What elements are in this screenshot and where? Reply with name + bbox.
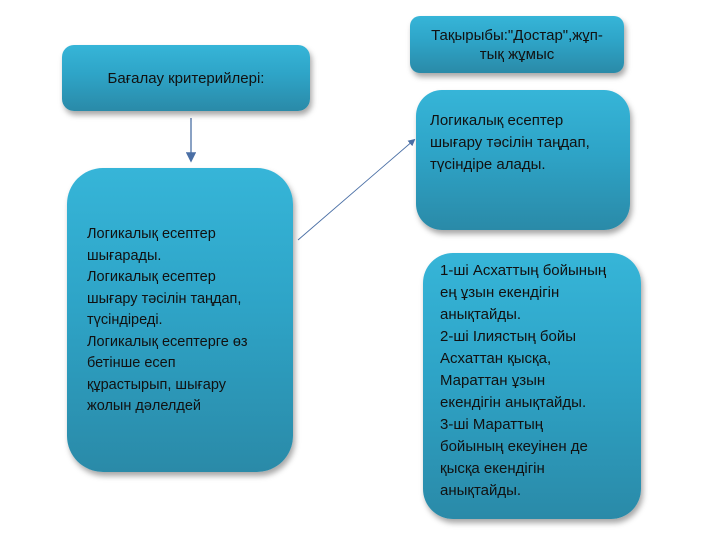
skills-box: Логикалық есептер шығарады. Логикалық ес… <box>67 168 293 472</box>
text-line: жолын дәлелдей <box>87 398 202 414</box>
text-line: бетінше есеп <box>87 355 176 371</box>
criteria-box: Бағалау критерийлері: <box>62 45 310 111</box>
text-line: Логикалық есептерге өз <box>87 333 248 350</box>
outcome-box: Логикалық есептер шығару тәсілін таңдап,… <box>416 90 630 230</box>
text-line: Логикалық есептер <box>87 269 216 285</box>
text-line: шығару тәсілін таңдап, <box>87 290 242 307</box>
text-line: Асхаттан қысқа, <box>440 350 552 367</box>
text-line: екендігін анықтайды. <box>440 394 587 411</box>
topic-box: Тақырыбы:"Достар",жұп- тық жұмыс <box>410 16 624 73</box>
text-line: анықтайды. <box>440 306 522 323</box>
text-line: анықтайды. <box>440 482 522 499</box>
text-line: ең ұзын екендігін <box>440 284 560 301</box>
text-line: құрастырып, шығару <box>87 376 226 393</box>
text-line: Мараттан ұзын <box>440 372 546 389</box>
text-line: 3-ші Мараттың <box>440 416 544 433</box>
text-line: шығару тәсілін таңдап, <box>430 134 590 151</box>
answer-box: 1-ші Асхаттың бойының ең ұзын екендігін … <box>423 253 641 519</box>
text-line: шығарады. <box>87 247 162 264</box>
text-line: Логикалық есептер <box>430 112 564 129</box>
text-line: түсіндіреді. <box>87 312 163 328</box>
arrow-diagonal-connector <box>297 138 416 241</box>
criteria-label: Бағалау критерийлері: <box>107 69 265 87</box>
topic-line: тық жұмыс <box>479 45 555 63</box>
text-line: Логикалық есептер <box>87 226 216 242</box>
text-line: 2-ші Ілиястың бойы <box>440 328 576 345</box>
text-line: түсіндіре алады. <box>430 156 546 173</box>
text-line: қысқа екендігін <box>440 460 545 477</box>
topic-line: Тақырыбы:"Достар",жұп- <box>431 26 603 44</box>
text-line: 1-ші Асхаттың бойының <box>440 262 607 279</box>
text-line: бойының екеуінен де <box>440 438 588 455</box>
